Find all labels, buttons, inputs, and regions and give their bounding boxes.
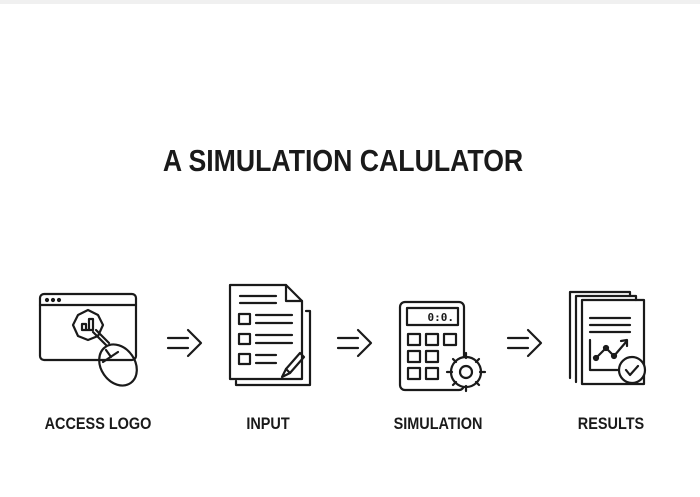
step-label-access-logo: ACCESS LOGO bbox=[44, 414, 152, 433]
double-line-arrow-icon bbox=[336, 328, 373, 358]
double-line-arrow-icon bbox=[166, 328, 203, 358]
top-border bbox=[0, 0, 700, 4]
double-line-arrow-icon bbox=[506, 328, 543, 358]
step-label-input: INPUT bbox=[246, 414, 290, 433]
calculator-gear-icon: 0:0. bbox=[398, 300, 487, 393]
report-chart-check-icon bbox=[568, 290, 647, 386]
browser-mouse-icon bbox=[38, 292, 138, 387]
page-title: A SIMULATION CALULATOR bbox=[162, 143, 524, 178]
document-checklist-icon bbox=[228, 283, 312, 387]
step-label-results: RESULTS bbox=[577, 414, 645, 433]
step-label-simulation: SIMULATION bbox=[393, 414, 483, 433]
calculator-display: 0:0. bbox=[428, 311, 455, 324]
